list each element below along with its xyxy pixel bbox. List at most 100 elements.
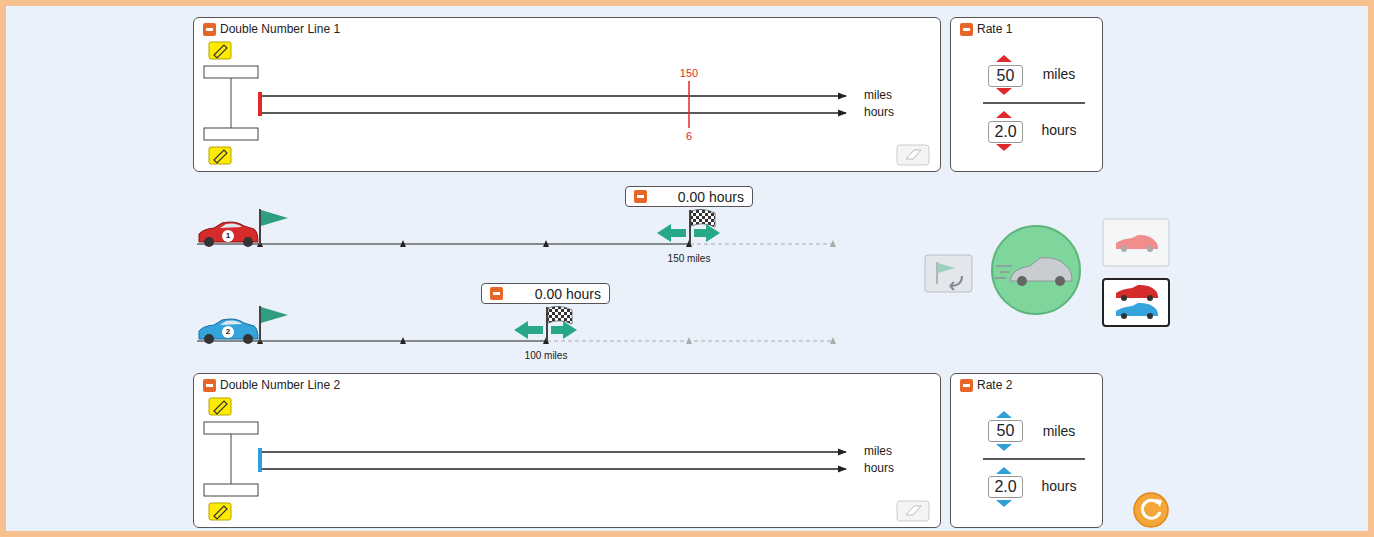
number-lines	[258, 92, 262, 116]
number-line-bracket	[231, 78, 232, 128]
reset-button	[1134, 493, 1168, 527]
red-car	[222, 230, 234, 242]
rate-value-box: 50	[988, 65, 1023, 87]
rate-value-box: 50	[988, 420, 1023, 442]
race-track	[197, 240, 836, 344]
rate-spinners	[996, 500, 1012, 507]
rate-panel: Rate 2502.0	[950, 373, 1103, 528]
node-text: 2.0	[994, 123, 1016, 141]
fraction-bar	[983, 458, 1085, 460]
background	[3, 3, 1371, 534]
number-line-bracket	[204, 66, 258, 78]
drag-arrows	[657, 224, 686, 242]
reset-flag-button	[936, 262, 938, 284]
car-select-buttons	[1121, 295, 1127, 301]
panel-grounds	[193, 373, 941, 528]
number-lines	[259, 451, 846, 452]
eraser-button	[897, 145, 929, 165]
blue-car	[222, 326, 234, 338]
race-track	[257, 337, 549, 344]
car-select-buttons	[1147, 295, 1153, 301]
blue-car	[243, 334, 253, 344]
car-select-buttons	[1103, 279, 1169, 326]
start-flag	[261, 210, 288, 226]
finish-flag	[547, 209, 715, 341]
number-line-bracket	[204, 484, 258, 496]
collapse-icon-bar	[493, 292, 500, 295]
panel-grounds	[193, 17, 941, 172]
rate-spinners	[996, 88, 1012, 95]
number-line-bracket	[214, 45, 227, 58]
timer-box: 0.00 hours	[481, 283, 610, 304]
number-line-bracket	[214, 506, 227, 519]
go-button	[994, 266, 1012, 278]
red-car	[199, 222, 258, 247]
red-car	[243, 237, 253, 247]
node-text: 0.00 hours	[535, 286, 601, 302]
eraser-button	[906, 506, 921, 515]
number-line-bracket	[204, 128, 258, 140]
number-line-bracket	[209, 147, 231, 164]
number-line-bracket	[209, 503, 231, 520]
eraser-button	[906, 150, 921, 159]
panel-grounds	[950, 17, 1103, 172]
race-track	[830, 240, 836, 247]
number-line-panel: Double Number Line 1	[193, 17, 941, 172]
finish-distance: 100 miles	[525, 350, 568, 361]
reset-button	[1134, 493, 1168, 527]
car-select-buttons	[1121, 246, 1127, 252]
car-select-buttons	[1103, 219, 1169, 266]
panel-grounds	[193, 17, 1103, 528]
rate-spinners	[996, 144, 1012, 151]
number-lines	[259, 468, 846, 469]
number-line-bracket	[209, 42, 231, 59]
number-line-bracket	[209, 398, 231, 415]
rate-spinners	[996, 411, 1012, 418]
number-lines	[258, 81, 846, 128]
collapse-icon	[634, 190, 647, 203]
node-text: 2.0	[994, 478, 1016, 496]
collapse-icon-bar	[637, 195, 644, 198]
rate-spinners	[996, 467, 1012, 474]
reset-flag-button	[925, 255, 972, 292]
rate-value-box: 2.0	[988, 476, 1023, 498]
collapse-icon-bar	[963, 384, 970, 387]
number-line-bracket	[214, 401, 227, 414]
node-text: Double Number Line 1	[220, 22, 340, 36]
start-flag	[259, 306, 261, 342]
rate-unit: hours	[1041, 479, 1076, 494]
node-text: 50	[997, 422, 1015, 440]
line-unit: hours	[864, 462, 894, 475]
race-track	[686, 337, 836, 344]
reset-flag-button	[950, 276, 962, 290]
race-track	[197, 243, 690, 244]
number-line-bracket	[204, 398, 258, 520]
start-flag	[259, 209, 261, 245]
go-button	[992, 226, 1080, 314]
red-car	[220, 223, 242, 228]
node-text: 50	[997, 67, 1015, 85]
rate-value-box: 2.0	[988, 121, 1023, 143]
number-line-bracket	[204, 42, 258, 164]
collapse-icon-bar	[206, 28, 213, 31]
tick-value: 150	[680, 67, 698, 79]
start-flag	[260, 209, 288, 342]
node-text: Rate 1	[977, 22, 1012, 36]
blue-car	[199, 319, 258, 344]
rate-unit: miles	[1043, 424, 1076, 439]
finish-flag	[548, 306, 572, 324]
reset-button	[1154, 499, 1162, 507]
rate-spinners	[996, 55, 1012, 62]
number-line-panel: Double Number Line 2	[193, 373, 941, 528]
blue-car	[204, 334, 214, 344]
tick-value: 6	[686, 130, 692, 142]
rate-unit: hours	[1041, 123, 1076, 138]
drag-arrows	[694, 224, 720, 242]
eraser-button	[897, 145, 929, 165]
number-lines	[258, 448, 846, 472]
start-flag	[261, 307, 288, 323]
go-button	[992, 226, 1080, 314]
fraction-bar	[983, 102, 1085, 104]
